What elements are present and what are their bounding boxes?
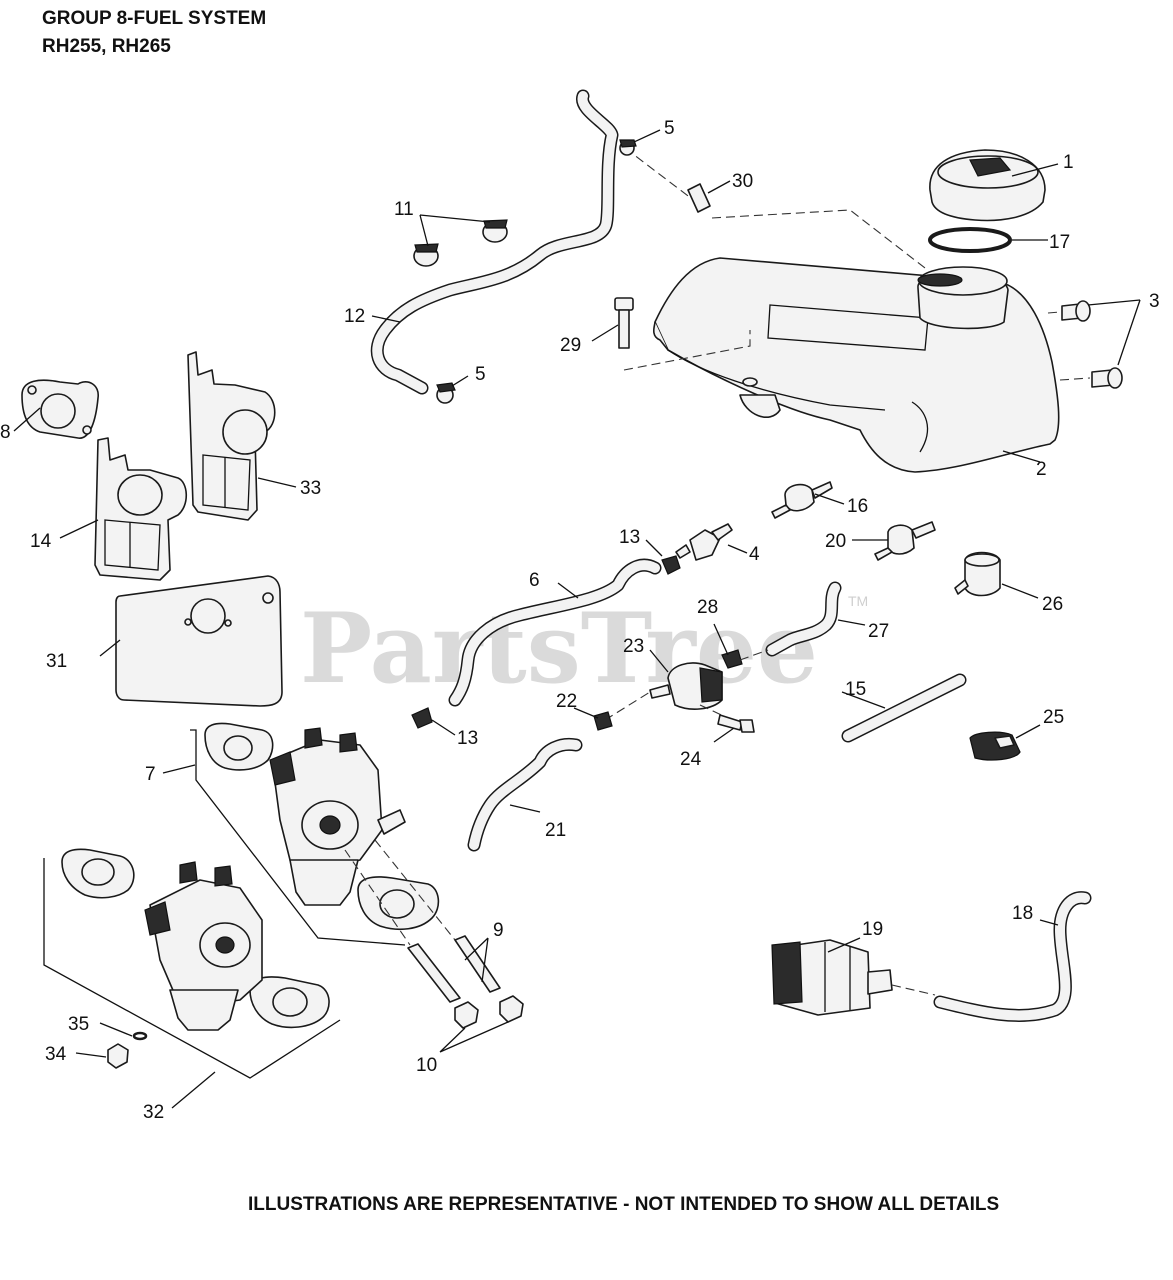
vent-hose[interactable] xyxy=(370,89,619,395)
drain-screw-o-ring[interactable] xyxy=(132,1031,148,1041)
fuel-tank[interactable] xyxy=(652,257,1060,473)
carb-gasket-lower-right[interactable] xyxy=(249,976,330,1029)
callout-4: 4 xyxy=(749,544,760,565)
fuel-shutoff-valve[interactable] xyxy=(874,521,936,561)
fuel-hose-clamp-upper[interactable] xyxy=(661,555,681,575)
callout-15: 15 xyxy=(845,679,866,700)
drain-screw[interactable] xyxy=(107,1043,129,1069)
callout-18: 18 xyxy=(1012,903,1033,924)
pump-inlet-clamp[interactable] xyxy=(593,711,613,731)
canister-hose[interactable] xyxy=(933,891,1092,1022)
callout-33: 33 xyxy=(300,478,321,499)
carb-studs[interactable] xyxy=(407,935,501,1003)
callout-6: 6 xyxy=(529,570,540,591)
fuel-fitting[interactable] xyxy=(675,523,733,561)
pump-bracket[interactable] xyxy=(969,731,1021,761)
callout-29: 29 xyxy=(560,335,581,356)
carb-kit-gasket-upper[interactable] xyxy=(204,722,274,771)
callout-19: 19 xyxy=(862,919,883,940)
callout-24: 24 xyxy=(680,749,702,770)
pump-mount-screw[interactable] xyxy=(717,714,755,733)
callout-20: 20 xyxy=(825,531,846,552)
shoulder-bolt[interactable] xyxy=(614,297,634,349)
callout-9: 9 xyxy=(493,920,504,941)
fuel-hose[interactable] xyxy=(448,558,662,707)
callout-13-lower: 13 xyxy=(457,728,478,749)
callout-28: 28 xyxy=(697,597,718,618)
diagram-title: GROUP 8-FUEL SYSTEM xyxy=(42,8,267,29)
carb-gasket[interactable] xyxy=(21,379,99,439)
diagram-models: RH255, RH265 xyxy=(42,36,171,57)
carb-heat-shield[interactable] xyxy=(94,437,188,581)
callout-31: 31 xyxy=(46,651,67,672)
watermark-trademark: TM xyxy=(848,593,868,609)
callout-14: 14 xyxy=(30,531,52,552)
callout-1: 1 xyxy=(1063,152,1074,173)
leader-lines xyxy=(13,129,1141,1109)
engine-heat-shield[interactable] xyxy=(187,351,276,521)
callout-12: 12 xyxy=(344,306,365,327)
callout-13-upper: 13 xyxy=(619,527,640,548)
fuel-hose-clamp-lower[interactable] xyxy=(411,707,433,729)
callout-23: 23 xyxy=(623,636,644,657)
inline-filter[interactable] xyxy=(954,551,1001,597)
disclaimer-note: ILLUSTRATIONS ARE REPRESENTATIVE - NOT I… xyxy=(248,1194,1000,1215)
callout-2: 2 xyxy=(1036,459,1047,480)
callout-10: 10 xyxy=(416,1055,437,1076)
callout-26: 26 xyxy=(1042,594,1063,615)
callout-7: 7 xyxy=(145,764,156,785)
vent-hose-clamp-upper[interactable] xyxy=(619,139,637,156)
callout-11: 11 xyxy=(394,199,414,220)
callout-22: 22 xyxy=(556,691,577,712)
evap-canister[interactable] xyxy=(771,939,893,1016)
carb-gasket-lower-left[interactable] xyxy=(61,848,135,899)
carburetor-assembly[interactable] xyxy=(269,727,406,906)
gasket-plate[interactable] xyxy=(115,575,283,707)
callout-27: 27 xyxy=(868,621,889,642)
fuel-filter[interactable] xyxy=(771,481,833,519)
callout-30: 30 xyxy=(732,171,753,192)
hose-clamps-pair[interactable] xyxy=(413,219,508,267)
callout-5-lower: 5 xyxy=(475,364,486,385)
callout-35: 35 xyxy=(68,1014,89,1035)
carb-kit-gasket-lower[interactable] xyxy=(357,876,440,931)
carburetor[interactable] xyxy=(144,861,263,1031)
cap-gasket[interactable] xyxy=(928,227,1012,253)
carb-nuts[interactable] xyxy=(454,995,524,1029)
pump-outlet-hose[interactable] xyxy=(765,581,842,657)
pump-hose-clamp[interactable] xyxy=(721,649,743,669)
callout-3: 3 xyxy=(1149,291,1160,312)
tank-mount-bolts[interactable] xyxy=(1061,300,1123,389)
callout-17: 17 xyxy=(1049,232,1070,253)
pump-inlet-hose[interactable] xyxy=(467,737,583,852)
callout-8: 8 xyxy=(0,422,11,443)
fuel-pump[interactable] xyxy=(649,662,723,710)
fuel-cap[interactable] xyxy=(929,149,1046,222)
vent-spacer[interactable] xyxy=(687,183,711,213)
callout-21: 21 xyxy=(545,820,566,841)
callout-5-upper: 5 xyxy=(664,118,675,139)
callout-16: 16 xyxy=(847,496,868,517)
callout-25: 25 xyxy=(1043,707,1064,728)
callout-34: 34 xyxy=(45,1044,67,1065)
fuel-line[interactable] xyxy=(841,673,967,743)
callout-32: 32 xyxy=(143,1102,164,1123)
vent-hose-clamp-lower[interactable] xyxy=(436,382,456,404)
